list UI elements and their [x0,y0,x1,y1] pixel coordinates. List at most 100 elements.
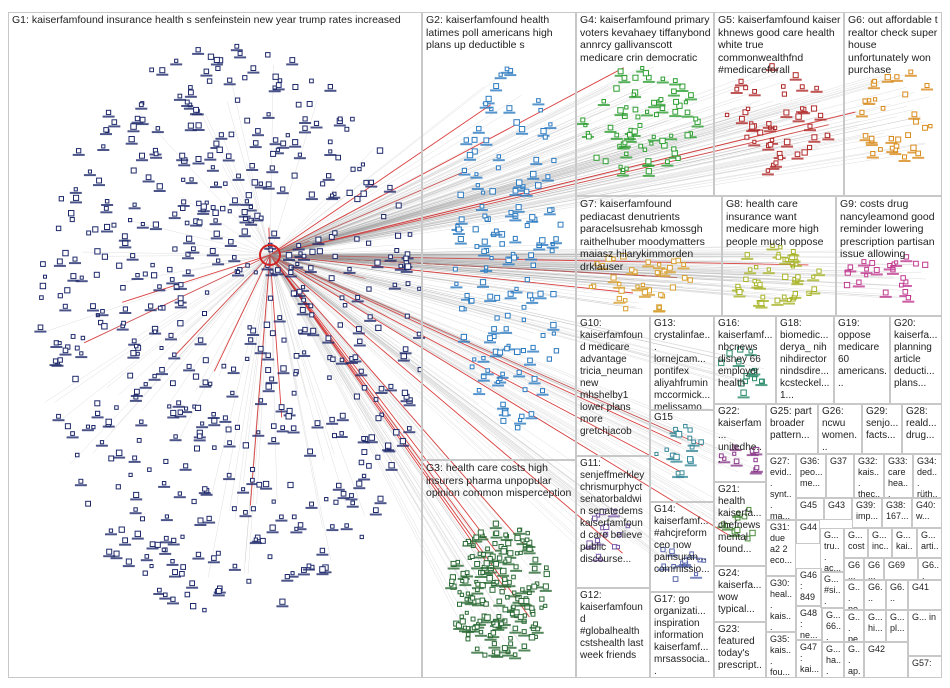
node-g1-152 [356,480,363,487]
group-box-g26[interactable]: G26: ncwu women... [818,404,862,454]
node-g2-104 [498,72,503,77]
node-g3-87 [511,604,516,609]
node-g8-36 [752,278,757,284]
node-g1-347 [271,437,277,443]
group-box-g31[interactable]: G31: due a2 2 eco... [766,520,796,576]
group-box-g57[interactable]: G57: [908,656,942,678]
group-box-g23[interactable]: G23: featured today's prescript... [714,622,766,678]
node-g8-22 [775,254,782,260]
group-box-g24[interactable]: G24: kaiserfa... wow typical... [714,566,766,622]
group-box-g2[interactable]: G2: kaiserfamfound health latimes poll a… [422,12,576,460]
group-box-g16[interactable]: G16: kaiserfamf... nbcnews disney 66 emp… [714,316,776,404]
group-box-g52[interactable]: G... kai... [892,528,917,558]
group-box-g3[interactable]: G3: health care costs high insurers phar… [422,460,576,678]
group-box-g51[interactable]: G... inc... [868,528,892,558]
group-box-g9[interactable]: G9: costs drug nancyleamond good reminde… [836,196,942,316]
group-box-g49[interactable]: G... tru... ac... [820,528,844,572]
node-label-g2-60 [504,297,517,300]
group-box-g13[interactable]: G13: crystalinfae... lornejcam... pontif… [650,316,714,410]
group-box-g47[interactable]: G47: kai... [796,640,822,678]
node-g3-157 [514,551,520,556]
node-g1-381 [395,232,402,239]
group-box-g39[interactable]: G39: imp... [852,498,882,528]
group-box-g48[interactable]: G48: ne... [796,606,822,640]
node-label-g1-42 [219,420,232,423]
group-box-g42[interactable]: G42 [864,642,908,678]
group-box-g67[interactable]: G6... [864,580,886,610]
group-box-g30[interactable]: G30: heal... kais... lati... [766,576,796,632]
group-box-g33[interactable]: G33: care hea... we... [884,454,913,498]
edge-g4-21 [269,67,641,256]
group-box-g56[interactable]: G... pe... [844,610,864,642]
group-box-g44[interactable]: G44 [796,520,820,544]
group-box-g46[interactable]: G46: 849 [796,568,822,606]
group-box-g4[interactable]: G4: kaiserfamfound primary voters kevaha… [576,12,714,196]
group-box-g66[interactable]: G6... [918,558,942,580]
group-box-g11[interactable]: G11: senjeffmerkley chrismurphyct senato… [576,456,650,588]
group-box-g38[interactable]: G38: 167... [882,498,912,528]
group-box-g36[interactable]: G36: peo... me... [796,454,826,498]
group-box-g64[interactable]: G6... [844,558,864,580]
group-box-g12[interactable]: G12: kaiserfamfound #globalhealth cstshe… [576,588,650,678]
group-box-g59[interactable]: G... ha... [822,642,844,678]
group-box-g6[interactable]: G6: out affordable t realtor check super… [844,12,942,196]
node-label-g22-7 [729,449,742,452]
node-g1-128 [176,400,182,406]
group-box-g21[interactable]: G21: health kaiserfa... chefnews mental … [714,482,766,566]
group-label-g13: G13: crystalinfae... lornejcam... pontif… [654,318,713,410]
group-box-g40[interactable]: G40: w... [912,498,942,528]
node-g1-131 [73,194,80,201]
node-g5-20 [765,168,771,173]
node-g2-122 [549,248,555,254]
group-box-g10[interactable]: G10: kaiserfamfound medicare advantage t… [576,316,650,456]
group-box-g7[interactable]: G7: kaiserfamfound pediacast denutrients… [576,196,722,316]
node-label-g2-120 [477,285,489,288]
node-label-g5-12 [781,145,794,148]
group-box-g58[interactable]: G... ne... [844,580,864,610]
node-g1-178 [145,174,152,181]
group-box-g22[interactable]: G22: kaiserfam... unitedhe... [714,404,766,482]
node-g1-499 [161,547,166,552]
group-box-g69[interactable]: G69 [884,558,918,580]
group-box-g17[interactable]: G17: go organizati... inspiration inform… [650,592,714,678]
group-box-g28[interactable]: G28: reald... drug... [902,404,942,454]
node-g1-239 [128,472,133,477]
group-box-g41[interactable]: G41 [908,580,942,610]
group-box-g37[interactable]: G37 [826,454,854,498]
group-box-g27[interactable]: G27: evid... synt... ma... [766,454,796,520]
node-g3-54 [500,567,507,575]
edge-g5-24 [269,129,728,256]
group-box-g18[interactable]: G18: biomedic... derya_ nih nihdirector … [776,316,834,404]
node-label-g1-95 [179,468,192,471]
group-box-g34[interactable]: G34: ded... rüth... he... [913,454,942,498]
group-box-g45[interactable]: G45 [796,498,824,520]
group-box-g35[interactable]: G35: kais... fou... [766,632,796,678]
group-box-g55[interactable]: G... 66... [822,608,844,642]
group-box-g63[interactable]: G... in [908,610,942,656]
group-box-g19[interactable]: G19: oppose medicare 60 americans... [834,316,890,404]
group-box-g14[interactable]: G14: kaiserfamf... #ahcjreform ceo now p… [650,502,714,592]
group-box-g62[interactable]: G... pl... [886,610,908,642]
group-box-g43[interactable]: G43 [824,498,852,520]
group-box-g29[interactable]: G29: senjo... facts... [862,404,902,454]
group-box-g8[interactable]: G8: health care insurance want medicare … [722,196,836,316]
group-box-g54[interactable]: G... #si... #s... [820,572,844,608]
node-label-g8-23 [813,274,825,277]
group-box-g61[interactable]: G... hi... [864,610,886,642]
group-box-g32[interactable]: G32: kais... thec... we... [854,454,884,498]
group-box-g5[interactable]: G5: kaiserfamfound kaiser khnews good ca… [714,12,844,196]
group-box-g1[interactable]: G1: kaiserfamfound insurance health s se… [8,12,422,678]
group-box-g60[interactable]: G... ap... [844,642,864,678]
edge-g5-28 [269,125,751,256]
group-box-g53[interactable]: G... arti... [917,528,942,558]
node-g1-433 [186,363,192,369]
group-box-g20[interactable]: G20: kaiserfa... planning article deduct… [890,316,942,404]
group-box-g15[interactable]: G15 [650,410,714,502]
node-g8-13 [770,243,775,248]
group-box-g25[interactable]: G25: part broader pattern... [766,404,818,454]
group-box-g68[interactable]: G6... [886,580,908,610]
node-g1-181 [262,480,270,488]
group-box-g65[interactable]: G6... [864,558,884,580]
group-box-g50[interactable]: G... cost [844,528,868,558]
node-label-g1-225 [251,540,264,543]
